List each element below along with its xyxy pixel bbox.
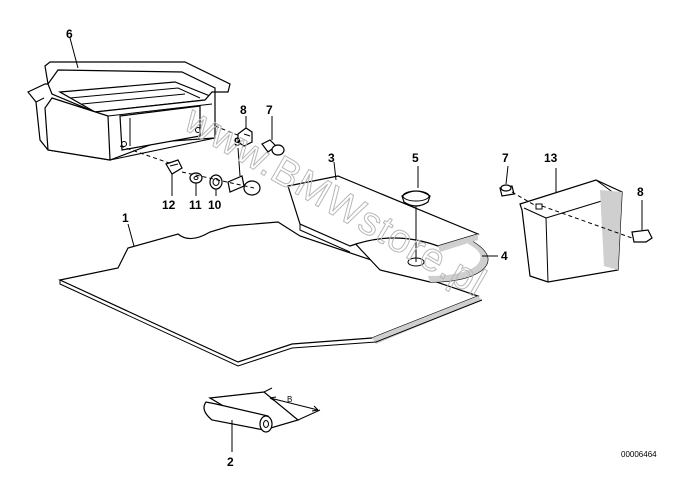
part-1-floor-mat — [58, 221, 483, 367]
label-8b: 8 — [637, 185, 644, 199]
assembly-lines — [119, 125, 633, 239]
part-5-knob — [401, 190, 431, 262]
label-4: 4 — [501, 249, 508, 263]
label-9: 9 — [234, 135, 241, 149]
label-12: 12 — [162, 198, 176, 212]
part-12-clip-nut — [165, 159, 183, 175]
part-10-grommet — [209, 174, 223, 190]
part-7-screw-right — [499, 184, 515, 197]
label-10: 10 — [208, 198, 222, 212]
part-3-cover-panel — [287, 175, 480, 267]
label-6: 6 — [66, 27, 73, 41]
part-6-trim-box — [27, 61, 231, 161]
label-5: 5 — [412, 151, 419, 165]
reference-code: 00006464 — [621, 450, 657, 459]
label-11: 11 — [189, 198, 202, 212]
part-8-clip-right — [631, 229, 653, 243]
part-13-side-box — [519, 179, 623, 283]
label-1: 1 — [122, 211, 129, 225]
label-13: 13 — [544, 151, 558, 165]
label-7a: 7 — [266, 103, 273, 117]
label-3: 3 — [328, 151, 335, 165]
label-2: 2 — [227, 455, 234, 469]
part-2-roll — [203, 387, 321, 433]
dimension-b: B — [287, 395, 292, 404]
label-7b: 7 — [502, 151, 509, 165]
label-8a: 8 — [240, 103, 247, 117]
part-7-screw-top — [261, 139, 285, 156]
